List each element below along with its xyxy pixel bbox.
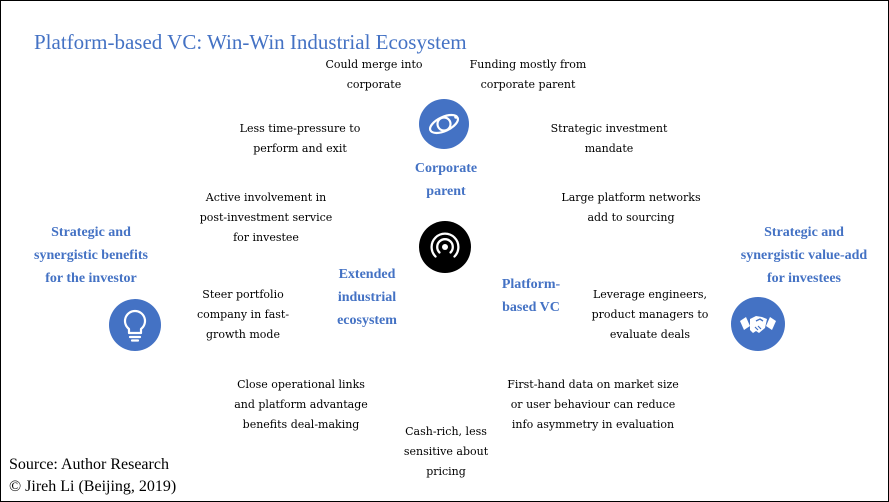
label-operational-links: Close operational links and platform adv… <box>234 378 368 431</box>
node-platform-vc: Platform- based VC <box>501 277 561 315</box>
side-investees-heading: Strategic and synergistic value-add for … <box>740 225 868 286</box>
label-funding: Funding mostly from corporate parent <box>469 58 587 91</box>
label-platform-networks: Large platform networks add to sourcing <box>561 191 701 224</box>
copyright-note: © Jireh Li (Beijing, 2019) <box>9 478 177 495</box>
planet-orbit-icon <box>419 99 469 149</box>
source-note: Source: Author Research <box>9 456 169 473</box>
label-steer-portfolio: Steer portfolio company in fast- growth … <box>196 288 290 341</box>
side-investor-heading: Strategic and synergistic benefits for t… <box>34 225 148 286</box>
node-extended-ecosystem: Extended industrial ecosystem <box>337 267 397 328</box>
signal-broadcast-icon <box>419 221 471 273</box>
diagram-title: Platform-based VC: Win-Win Industrial Ec… <box>34 30 467 54</box>
node-corporate-parent: Corporate parent <box>414 161 478 199</box>
label-leverage-engineers: Leverage engineers, product managers to … <box>591 288 709 341</box>
handshake-icon <box>731 297 785 351</box>
label-active-involvement: Active involvement in post-investment se… <box>199 191 333 244</box>
label-merge: Could merge into corporate <box>325 58 423 91</box>
label-time-pressure: Less time-pressure to perform and exit <box>239 122 361 155</box>
label-cash-rich: Cash-rich, less sensitive about pricing <box>403 425 489 478</box>
label-strategic-mandate: Strategic investment mandate <box>550 122 668 155</box>
label-first-hand-data: First-hand data on market size or user b… <box>507 378 679 431</box>
lightbulb-icon <box>109 299 161 351</box>
